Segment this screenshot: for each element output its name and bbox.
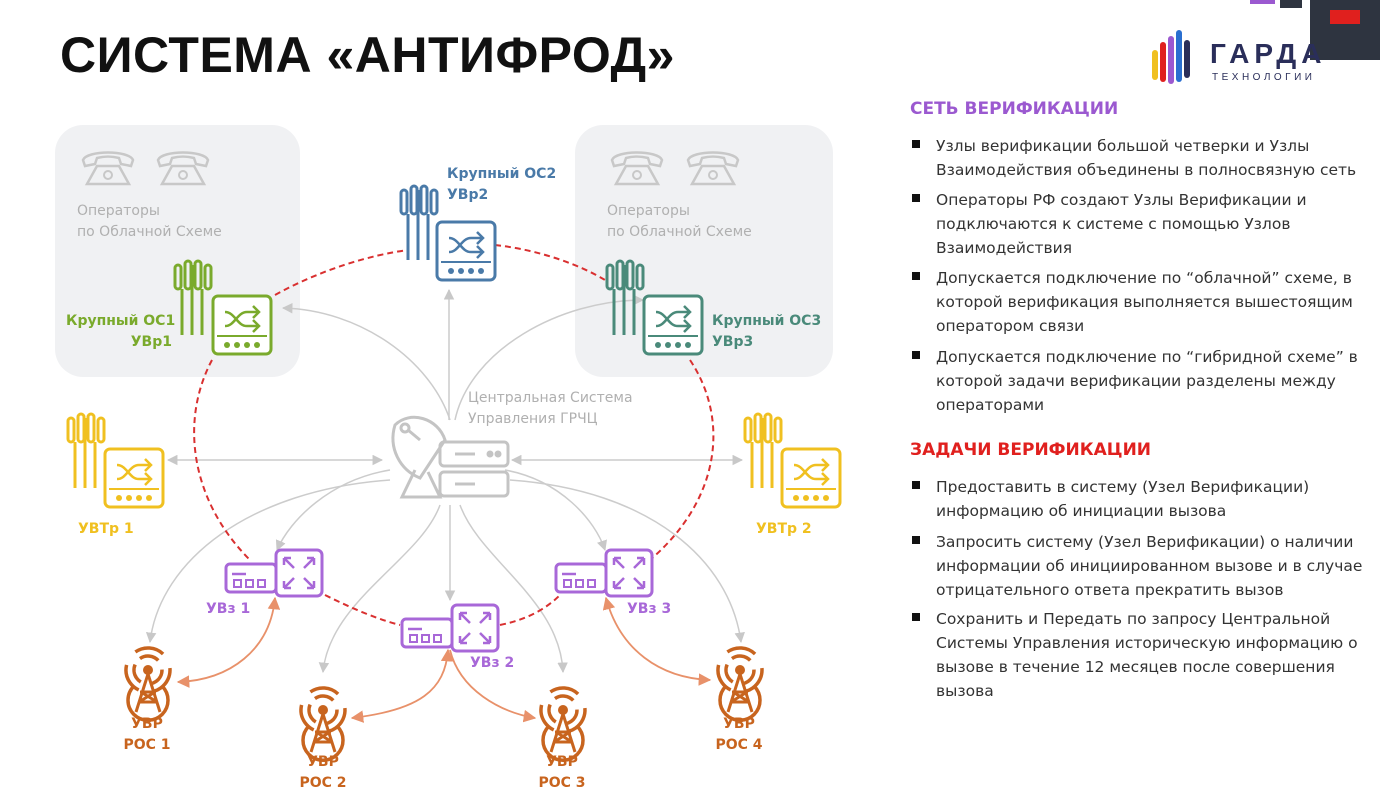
grey-connections — [145, 288, 745, 674]
uvtr2-label: УВТр 2 — [756, 521, 812, 537]
os3-label: Крупный ОС3 УВр3 — [712, 311, 821, 353]
radio-tower-icon — [290, 677, 356, 763]
os2-node: УВр2 — [447, 187, 489, 203]
tasks-section-title: ЗАДАЧИ ВЕРИФИКАЦИИ — [910, 440, 1152, 460]
bullet-icon — [912, 194, 920, 202]
bullet-icon — [912, 272, 920, 280]
central-server-icon — [391, 415, 510, 499]
list-item-text: Сохранить и Передать по запросу Централь… — [936, 610, 1358, 700]
os2-name: Крупный ОС2 — [447, 166, 557, 182]
logo-name: ГАРДА — [1210, 38, 1327, 69]
cell-tower-icon — [743, 412, 783, 490]
radio-tower-icon — [530, 677, 596, 763]
list-item-text: Допускается подключение по “гибридной сх… — [936, 348, 1358, 414]
interaction-node-icon — [224, 548, 324, 598]
page-title: СИСТЕМА «АНТИФРОД» — [60, 27, 675, 83]
list-item-text: Допускается подключение по “облачной” сх… — [936, 269, 1353, 335]
uvtr1-label: УВТр 1 — [78, 521, 134, 537]
logo-mark-icon — [1152, 30, 1190, 84]
os1-name: Крупный ОС1 — [66, 313, 176, 329]
interaction-node-icon — [400, 603, 500, 653]
central-line-1: Центральная Система — [468, 390, 633, 406]
ros1-line1: УВР — [131, 716, 163, 732]
switch-node-icon — [435, 220, 497, 282]
ros1-label: УВР РОС 1 — [118, 714, 176, 756]
logo-subtitle: ТЕХНОЛОГИИ — [1212, 72, 1316, 83]
bullet-icon — [912, 140, 920, 148]
radio-tower-icon — [707, 637, 773, 723]
cloud-label-right: Операторы по Облачной Схеме — [607, 203, 752, 240]
ros2-label: УВР РОС 2 — [294, 752, 352, 794]
uvz1-label: УВз 1 — [206, 601, 251, 617]
list-item-text: Запросить систему (Узел Верификации) о н… — [936, 533, 1363, 599]
ros3-label: УВР РОС 3 — [533, 752, 591, 794]
network-section-title: СЕТЬ ВЕРИФИКАЦИИ — [910, 99, 1119, 119]
os2-label: Крупный ОС2 УВр2 — [447, 164, 556, 206]
cloud-panel-right — [575, 125, 833, 377]
switch-node-icon — [642, 294, 704, 356]
interaction-node-icon — [554, 548, 654, 598]
os3-name: Крупный ОС3 — [712, 313, 822, 329]
verification-ring — [193, 244, 715, 626]
ros4-line1: УВР — [723, 716, 755, 732]
ros3-line1: УВР — [546, 754, 578, 770]
cloud-label-left: Операторы по Облачной Схеме — [77, 203, 222, 240]
ros4-label: УВР РОС 4 — [710, 714, 768, 756]
cell-tower-icon — [66, 412, 106, 490]
bullet-icon — [912, 351, 920, 359]
bullet-icon — [912, 536, 920, 544]
cell-tower-icon — [399, 184, 439, 262]
orange-connections — [176, 596, 712, 723]
switch-node-icon — [211, 294, 273, 356]
ros3-line2: РОС 3 — [538, 775, 586, 791]
corner-decoration — [1250, 0, 1380, 60]
switch-node-icon — [780, 447, 842, 509]
list-item-text: Предоставить в систему (Узел Верификации… — [936, 478, 1310, 520]
bullet-icon — [912, 613, 920, 621]
uvz3-label: УВз 3 — [627, 601, 672, 617]
switch-node-icon — [103, 447, 165, 509]
os3-node: УВр3 — [712, 334, 754, 350]
os1-node: УВр1 — [130, 334, 172, 350]
ros2-line1: УВР — [307, 754, 339, 770]
central-line-2: Управления ГРЧЦ — [468, 411, 598, 427]
ros2-line2: РОС 2 — [299, 775, 347, 791]
bullet-icon — [912, 481, 920, 489]
ros4-line2: РОС 4 — [715, 737, 763, 753]
radio-tower-icon — [115, 637, 181, 723]
garda-logo: ГАРДА ТЕХНОЛОГИИ — [1150, 28, 1340, 88]
central-system-label: Центральная Система Управления ГРЧЦ — [468, 388, 633, 430]
os1-label: Крупный ОС1 УВр1 — [66, 311, 176, 353]
ros1-line2: РОС 1 — [123, 737, 171, 753]
list-item-text: Операторы РФ создают Узлы Верификации и … — [936, 191, 1307, 257]
uvz2-label: УВз 2 — [470, 655, 515, 671]
list-item-text: Узлы верификации большой четверки и Узлы… — [936, 137, 1357, 179]
